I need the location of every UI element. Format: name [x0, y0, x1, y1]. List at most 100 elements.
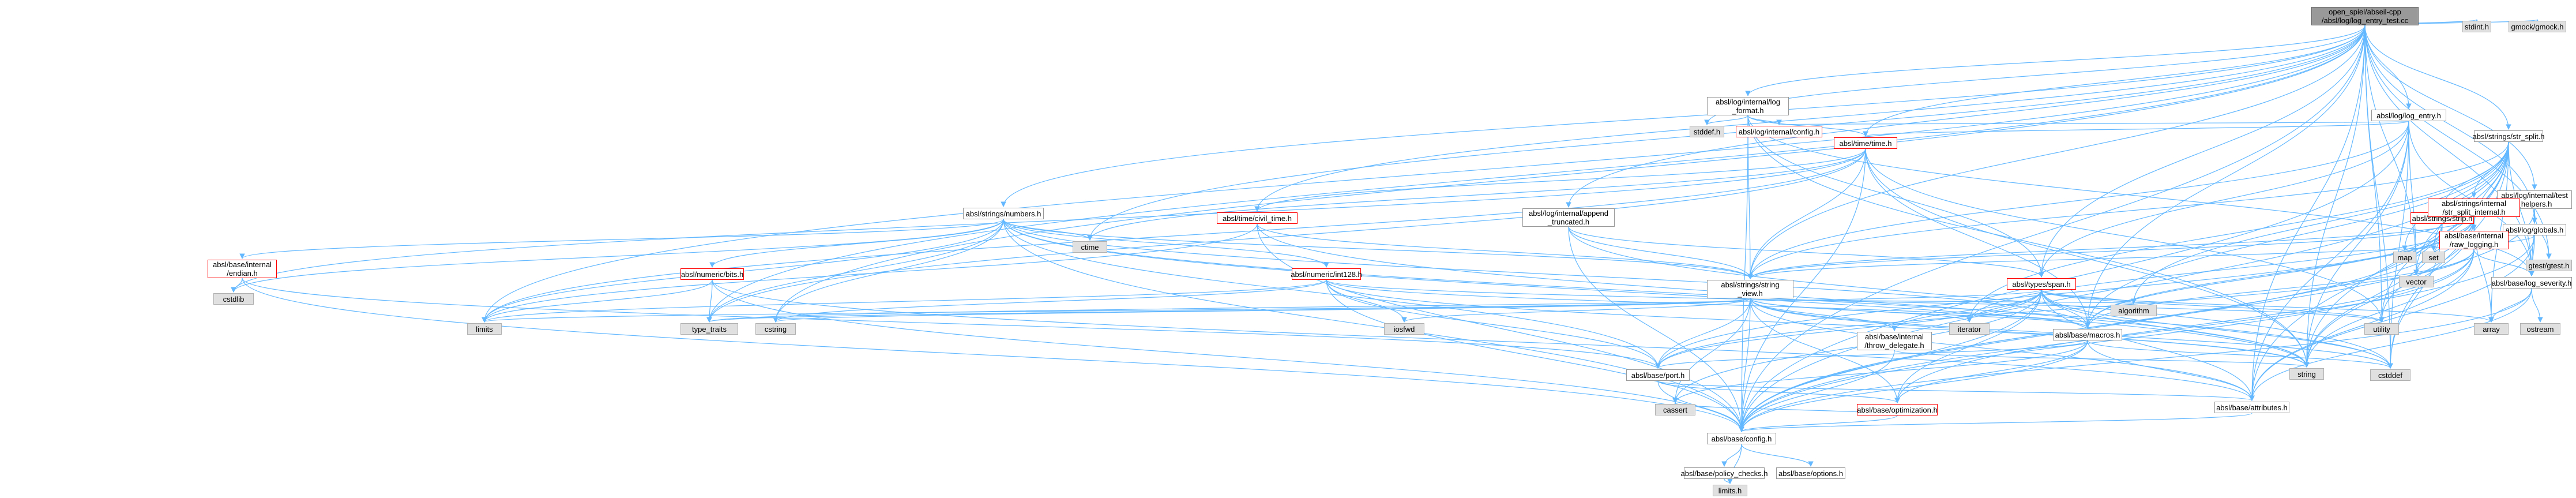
- edge-globals-to-attributes: [2249, 235, 2535, 401]
- node-map[interactable]: map: [2393, 252, 2416, 263]
- node-limits-h[interactable]: limits.h: [1713, 485, 1747, 496]
- edge-raw_logging-to-port: [1655, 249, 2475, 369]
- node-throw-delegate[interactable]: absl/base/internal /throw_delegate.h: [1857, 332, 1932, 350]
- edge-optimization-to-config: [1739, 415, 1898, 432]
- node-gmock[interactable]: gmock/gmock.h: [2509, 21, 2566, 32]
- edge-macros-to-config: [1739, 340, 2088, 432]
- edge-layer: [231, 19, 2552, 484]
- node-ostream[interactable]: ostream: [2520, 323, 2560, 335]
- node-numbers[interactable]: absl/strings/numbers.h: [963, 208, 1044, 219]
- edge-numbers-to-type_traits: [706, 219, 1004, 323]
- node-macros[interactable]: absl/base/macros.h: [2053, 329, 2122, 340]
- node-time[interactable]: absl/time/time.h: [1834, 137, 1897, 149]
- edge-root-to-string_view: [1747, 25, 2366, 279]
- edge-root-to-vector: [2364, 25, 2419, 275]
- node-gtest[interactable]: gtest/gtest.h: [2526, 260, 2572, 271]
- node-config[interactable]: absl/base/config.h: [1707, 433, 1776, 444]
- edge-root-to-cstring: [773, 25, 2366, 323]
- edge-string_view-to-optimization: [1750, 298, 1900, 403]
- node-str-split-internal[interactable]: absl/strings/internal /str_split_interna…: [2428, 199, 2520, 217]
- node-string[interactable]: string: [2289, 368, 2324, 380]
- edge-append_truncated-to-string_view: [1568, 226, 1753, 279]
- edge-string_view-to-cassert: [1672, 298, 1751, 403]
- node-type-traits[interactable]: type_traits: [680, 323, 738, 335]
- node-utility[interactable]: utility: [2364, 323, 2399, 335]
- node-policy-checks[interactable]: absl/base/policy_checks.h: [1680, 467, 1768, 479]
- edge-string_view-to-algorithm: [1750, 298, 2136, 304]
- edge-log_entry-to-config: [1739, 121, 2409, 432]
- node-globals[interactable]: absl/log/globals.h: [2503, 224, 2566, 235]
- edge-numbers-to-macros: [1003, 219, 2090, 328]
- node-test-helpers[interactable]: absl/log/internal/test _helpers.h: [2497, 190, 2572, 209]
- edge-str_split-to-attributes: [2249, 141, 2509, 401]
- edge-throw_delegate-to-config: [1739, 350, 1895, 432]
- node-cstring[interactable]: cstring: [755, 323, 796, 335]
- node-options[interactable]: absl/base/options.h: [1776, 467, 1845, 479]
- edge-log_severity-to-array: [2488, 288, 2532, 323]
- node-str-split[interactable]: absl/strings/str_split.h: [2473, 130, 2545, 142]
- edge-root-to-str_split: [2364, 25, 2511, 130]
- edge-time-to-macros: [1865, 148, 2090, 328]
- node-limits[interactable]: limits: [467, 323, 502, 335]
- node-iterator[interactable]: iterator: [1949, 323, 1990, 335]
- node-string-view[interactable]: absl/strings/string _view.h: [1707, 280, 1793, 298]
- edge-root-to-ctime: [1087, 25, 2366, 241]
- edge-numbers-to-limits: [482, 219, 1004, 323]
- node-iosfwd[interactable]: iosfwd: [1384, 323, 1424, 335]
- edge-string_view-to-type_traits: [707, 298, 1751, 323]
- edge-root-to-attributes: [2249, 25, 2366, 401]
- node-log-entry[interactable]: absl/log/log_entry.h: [2371, 110, 2446, 121]
- node-bits[interactable]: absl/numeric/bits.h: [680, 268, 744, 280]
- edge-log_format-to-stddef: [1704, 115, 1748, 125]
- node-append-truncated[interactable]: absl/log/internal/append _truncated.h: [1522, 208, 1615, 227]
- edge-macros-to-optimization: [1894, 340, 2088, 403]
- edge-numbers-to-config: [1003, 219, 1744, 432]
- edge-span-to-optimization: [1894, 289, 2042, 403]
- edge-string_view-to-iosfwd: [1401, 298, 1751, 323]
- node-attributes[interactable]: absl/base/attributes.h: [2214, 402, 2289, 413]
- edge-time-to-string_view: [1747, 148, 1866, 279]
- node-cstddef[interactable]: cstddef: [2370, 369, 2410, 381]
- edge-time-to-type_traits: [706, 148, 1866, 323]
- node-int128[interactable]: absl/numeric/int128.h: [1291, 268, 1362, 280]
- edge-civil_time-to-string_view: [1257, 223, 1753, 279]
- node-stdint[interactable]: stdint.h: [2462, 21, 2491, 32]
- node-port[interactable]: absl/base/port.h: [1626, 369, 1690, 381]
- edge-root-to-stddef: [1704, 25, 2366, 125]
- edge-raw_logging-to-string: [2304, 249, 2475, 368]
- node-array[interactable]: array: [2474, 323, 2509, 335]
- edge-macros-to-cassert: [1672, 340, 2088, 403]
- node-algorithm[interactable]: algorithm: [2111, 305, 2157, 316]
- edge-globals-to-config: [1739, 235, 2535, 432]
- edge-config-to-policy_checks: [1721, 444, 1742, 467]
- edge-str_split_internal-to-port: [1655, 216, 2475, 369]
- edge-raw_logging-to-optimization: [1894, 249, 2475, 403]
- edge-raw_logging-to-log_severity: [2473, 249, 2534, 276]
- node-log-format[interactable]: absl/log/internal/log _format.h: [1707, 97, 1789, 115]
- edge-span-to-config: [1739, 289, 2042, 432]
- edge-str_split-to-set: [2431, 141, 2509, 251]
- edge-numbers-to-endian: [239, 219, 1004, 259]
- node-cassert[interactable]: cassert: [1655, 404, 1695, 415]
- node-vector[interactable]: vector: [2399, 276, 2434, 287]
- node-cstdlib[interactable]: cstdlib: [213, 293, 254, 305]
- edge-root-to-append_truncated: [1566, 25, 2366, 208]
- node-root[interactable]: open_spiel/abseil-cpp /absl/log/log_entr…: [2311, 7, 2419, 25]
- edge-time-to-string: [1865, 148, 2310, 368]
- node-civil-time[interactable]: absl/time/civil_time.h: [1217, 212, 1298, 224]
- edge-int128-to-macros: [1326, 279, 2090, 328]
- edge-log_severity-to-config: [1739, 288, 2532, 432]
- node-log-config[interactable]: absl/log/internal/config.h: [1736, 126, 1822, 137]
- edge-span-to-array: [2041, 289, 2494, 323]
- node-endian[interactable]: absl/base/internal /endian.h: [208, 260, 277, 278]
- node-span[interactable]: absl/types/span.h: [2007, 278, 2076, 290]
- node-optimization[interactable]: absl/base/optimization.h: [1857, 404, 1938, 415]
- node-set[interactable]: set: [2422, 252, 2445, 263]
- node-ctime[interactable]: ctime: [1073, 241, 1107, 253]
- edge-time-to-civil_time: [1254, 148, 1866, 212]
- edge-endian-to-cstdlib: [231, 278, 243, 293]
- node-log-severity[interactable]: absl/base/log_severity.h: [2491, 277, 2572, 289]
- node-raw-logging[interactable]: absl/base/internal /raw_logging.h: [2439, 231, 2509, 249]
- edge-root-to-macros: [2085, 25, 2366, 328]
- node-stddef[interactable]: stddef.h: [1690, 126, 1724, 137]
